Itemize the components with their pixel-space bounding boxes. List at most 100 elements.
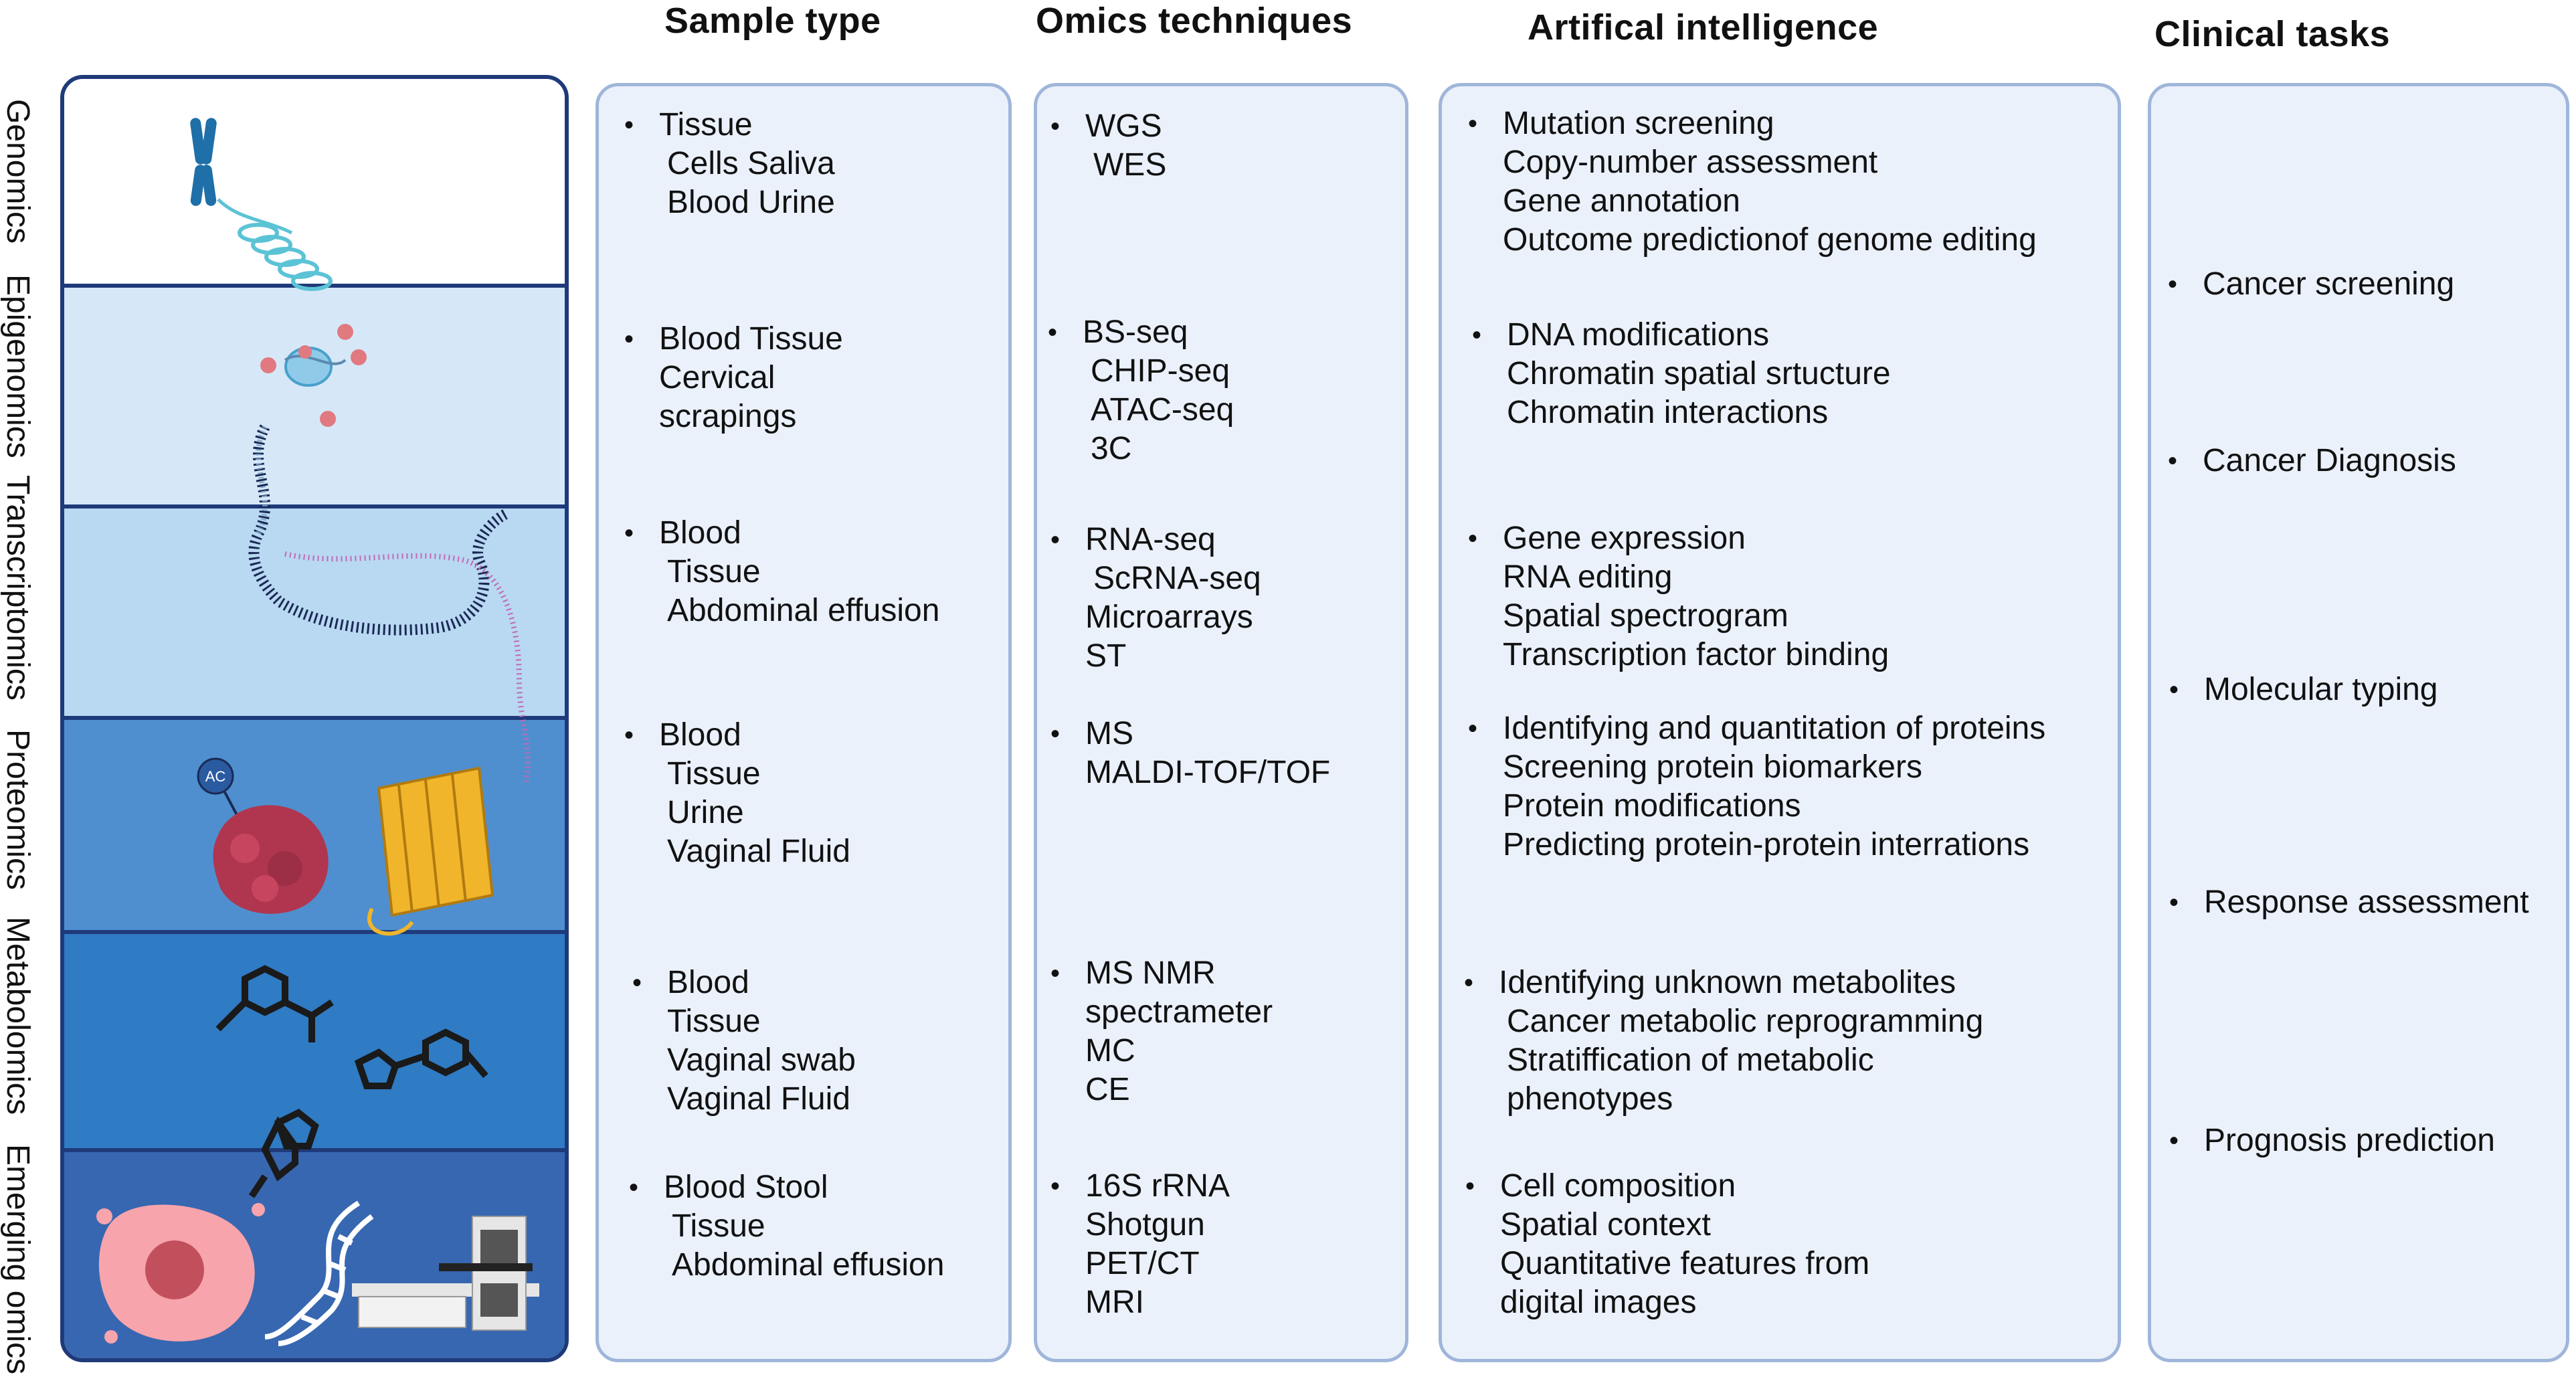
band-genomics	[64, 79, 565, 288]
bullet-icon: •	[1050, 112, 1061, 141]
list-item: Spatial context	[1500, 1207, 1711, 1242]
list-item: Abdominal effusion	[667, 593, 940, 628]
omics-technique-emerging-omics: • 16S rRNA Shotgun PET/CT MRI	[1050, 1167, 1230, 1322]
bullet-icon: •	[1468, 714, 1478, 743]
sample-type-epigenomics: • Blood Tissue Cervical scrapings	[624, 320, 843, 436]
list-item: Abdominal effusion	[672, 1247, 945, 1283]
list-item: Spatial spectrogram	[1503, 598, 1788, 634]
list-item: Outcome predictionof genome editing	[1503, 222, 2037, 258]
list-item: Predicting protein-protein interrations	[1503, 827, 2030, 862]
list-item: Blood	[659, 515, 741, 551]
list-item: PET/CT	[1085, 1246, 1200, 1281]
ai-proteomics: • Identifying and quantitation of protei…	[1468, 709, 2046, 864]
list-item: Blood Stool	[664, 1170, 828, 1205]
list-item: Cancer screening	[2203, 266, 2455, 302]
band-transcriptomics	[64, 508, 565, 720]
list-item: WES	[1093, 147, 1167, 183]
bullet-icon: •	[624, 325, 634, 354]
list-item: BS-seq	[1083, 314, 1188, 350]
list-item: Tissue	[659, 107, 753, 143]
clinical-task-item: • Prognosis prediction	[2169, 1121, 2495, 1160]
panel-artificial-intelligence	[1439, 83, 2121, 1362]
header-sample-type: Sample type	[664, 1, 881, 41]
ai-transcriptomics: • Gene expression RNA editing Spatial sp…	[1468, 519, 1890, 674]
list-item: Gene annotation	[1503, 183, 1740, 219]
clinical-task-item: • Molecular typing	[2169, 670, 2438, 709]
list-item: Cells Saliva	[667, 146, 835, 181]
bullet-icon: •	[2169, 675, 2179, 705]
sample-type-transcriptomics: • Blood Tissue Abdominal effusion	[624, 514, 940, 630]
row-label-proteomics: Proteomics	[0, 729, 35, 891]
list-item: CHIP-seq	[1091, 353, 1230, 389]
beta-barrel-protein-icon	[367, 766, 494, 936]
list-item: Cancer metabolic reprogramming	[1507, 1004, 1984, 1039]
clinical-task-item: • Cancer Diagnosis	[2168, 442, 2456, 480]
bullet-icon: •	[2168, 270, 2178, 299]
list-item: Identifying and quantitation of proteins	[1503, 711, 2046, 746]
bullet-icon: •	[1050, 719, 1061, 749]
header-omics-techniques: Omics techniques	[1036, 1, 1353, 41]
row-label-metabolomics: Metabolomics	[0, 917, 35, 1115]
nucleosome-icon	[260, 324, 367, 427]
sample-type-proteomics: • Blood Tissue Urine Vaginal Fluid	[624, 716, 850, 871]
list-item: Screening protein biomarkers	[1503, 749, 1922, 785]
ai-emerging-omics: • Cell composition Spatial context Quant…	[1465, 1167, 1869, 1322]
bullet-icon: •	[1465, 1172, 1475, 1201]
tumor-cell-icon	[96, 1203, 265, 1344]
list-item: Prognosis prediction	[2204, 1123, 2495, 1158]
list-item: RNA editing	[1503, 559, 1673, 595]
list-item: WGS	[1085, 108, 1162, 144]
list-item: Microarrays	[1085, 599, 1253, 635]
list-item: MS	[1085, 716, 1133, 751]
metabolite-molecule-icon	[215, 965, 488, 1198]
bullet-icon: •	[1048, 318, 1058, 347]
omics-technique-genomics: • WGS WES	[1050, 107, 1167, 185]
omics-technique-transcriptomics: • RNA-seq ScRNA-seq Microarrays ST	[1050, 521, 1261, 676]
list-item: Blood	[659, 717, 741, 753]
list-item: RNA-seq	[1085, 522, 1216, 557]
list-item: Cervical	[659, 360, 775, 395]
list-item: Blood Urine	[667, 185, 835, 220]
bullet-icon: •	[1464, 968, 1474, 998]
list-item: Tissue	[667, 756, 761, 792]
list-item: scrapings	[659, 399, 797, 434]
sample-type-emerging-omics: • Blood Stool Tissue Abdominal effusion	[629, 1168, 945, 1285]
list-item: CE	[1085, 1072, 1130, 1107]
list-item: Tissue	[667, 554, 761, 589]
bullet-icon: •	[2169, 888, 2179, 917]
panel-clinical-tasks	[2148, 83, 2569, 1362]
clinical-task-item: • Cancer screening	[2168, 265, 2455, 304]
bullet-icon: •	[624, 110, 634, 140]
list-item: MALDI-TOF/TOF	[1085, 755, 1331, 790]
list-item: Chromatin spatial srtucture	[1507, 356, 1891, 391]
list-item: 3C	[1091, 431, 1132, 466]
list-item: Blood	[667, 965, 749, 1000]
ai-genomics: • Mutation screening Copy-number assessm…	[1468, 104, 2037, 260]
chromosome-icon	[190, 118, 333, 291]
list-item: ATAC-seq	[1091, 392, 1234, 428]
list-item: Cell composition	[1500, 1168, 1736, 1204]
list-item: spectrameter	[1085, 994, 1273, 1030]
row-label-transcriptomics: Transcriptomics	[0, 475, 35, 701]
list-item: ST	[1085, 638, 1127, 674]
list-item: Protein modifications	[1503, 788, 1801, 824]
list-item: Mutation screening	[1503, 106, 1774, 141]
list-item: Vaginal Fluid	[667, 834, 850, 869]
list-item: Vaginal Fluid	[667, 1081, 850, 1117]
band-epigenomics	[64, 288, 565, 508]
bullet-icon: •	[1468, 109, 1478, 138]
omics-illustrations: AC	[96, 118, 539, 1346]
omics-technique-epigenomics: • BS-seq CHIP-seq ATAC-seq 3C	[1048, 313, 1234, 468]
list-item: Transcription factor binding	[1503, 637, 1890, 672]
row-label-emerging-omics: Emerging omics	[0, 1144, 35, 1375]
svg-text:AC: AC	[205, 768, 226, 785]
ai-metabolomics: • Identifying unknown metabolites Cancer…	[1464, 963, 1984, 1119]
list-item: Copy-number assessment	[1503, 145, 1878, 180]
band-metabolomics	[64, 934, 565, 1152]
list-item: 16S rRNA	[1085, 1168, 1230, 1204]
list-item: MC	[1085, 1033, 1135, 1069]
list-item: Shotgun	[1085, 1207, 1205, 1242]
ai-epigenomics: • DNA modifications Chromatin spatial sr…	[1472, 316, 1891, 432]
bullet-icon: •	[1472, 320, 1482, 350]
list-item: MS NMR	[1085, 955, 1216, 991]
